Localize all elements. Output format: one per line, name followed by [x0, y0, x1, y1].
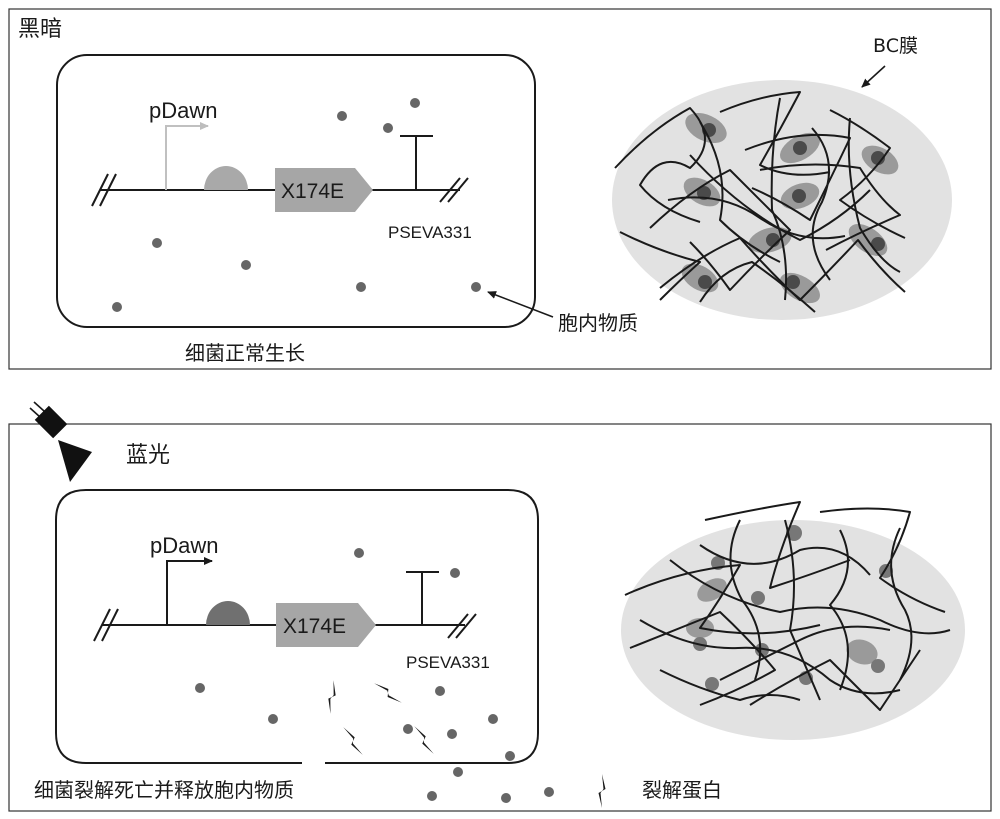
cellulose-fibers [624, 501, 951, 711]
particle [488, 714, 498, 724]
dna-break-left [91, 173, 109, 207]
gene-label: X174E [281, 180, 344, 203]
bacterium-core [698, 275, 712, 289]
intracellular-pointer [487, 291, 554, 318]
bacterium-core [871, 151, 885, 165]
released-particles [195, 548, 554, 803]
top-panel-frame [8, 8, 992, 370]
dna-break-right [439, 177, 461, 203]
particle [450, 568, 460, 578]
blue-light-label: 蓝光 [126, 443, 170, 468]
promoter-arrow-inactive [165, 122, 209, 190]
genetic-construct: pDawn X174E PSEVA331 [91, 98, 472, 242]
lysis-protein-icon [374, 683, 402, 703]
bacterium-core [793, 141, 807, 155]
top-panel: 黑暗 pDawn X174E PSEVA331 [8, 8, 992, 370]
bacterium-core [697, 186, 711, 200]
particle [501, 793, 511, 803]
promoter-label: pDawn [150, 533, 218, 558]
genetic-construct: pDawn X174E PSEVA331 [93, 533, 490, 672]
particle [410, 98, 420, 108]
legend-lysis-protein-label: 裂解蛋白 [642, 778, 722, 802]
residue-core [871, 659, 885, 673]
bacterium-core [792, 189, 806, 203]
residue-core [705, 677, 719, 691]
gene-box [275, 168, 373, 212]
particle [152, 238, 162, 248]
membrane-label: BC膜 [873, 35, 918, 57]
lysis-protein-icon [343, 727, 363, 755]
particle [453, 767, 463, 777]
dna-break-right [447, 613, 469, 639]
dark-state-label: 黑暗 [18, 17, 62, 42]
dna-break-left [93, 608, 111, 642]
particle [471, 282, 481, 292]
cellulose-fibers [614, 91, 906, 313]
bacterium-core [786, 275, 800, 289]
residue-core [755, 643, 769, 657]
dna-break-left [101, 608, 119, 642]
cell-caption-lysis: 细菌裂解死亡并释放胞内物质 [34, 778, 294, 802]
gene-box [276, 603, 376, 647]
particle [356, 282, 366, 292]
bottom-panel-frame [8, 423, 992, 812]
lysed-cell-wall [55, 489, 539, 764]
bottom-panel: 蓝光 pDawn X174E PSEVA331 [8, 401, 992, 812]
particle [383, 123, 393, 133]
particle [112, 302, 122, 312]
bc-membrane [621, 501, 965, 740]
intracellular-label: 胞内物质 [558, 311, 638, 335]
particle [268, 714, 278, 724]
particle [427, 791, 437, 801]
particle [403, 724, 413, 734]
plasmid-label: PSEVA331 [406, 653, 490, 672]
particle [354, 548, 364, 558]
gene-label: X174E [283, 615, 346, 638]
particle [337, 111, 347, 121]
particle [544, 787, 554, 797]
lysis-protein-icon [328, 680, 336, 714]
particle [435, 686, 445, 696]
cell-caption-normal: 细菌正常生长 [185, 341, 305, 365]
bc-membrane [612, 80, 952, 320]
intracellular-particles [112, 98, 481, 312]
legend-lysis-protein-icon [598, 774, 606, 808]
particle [505, 751, 515, 761]
lysis-protein-icon [414, 726, 434, 754]
dna-break-right [447, 177, 469, 203]
bacterium-cell [56, 54, 536, 328]
dna-break-left [99, 173, 117, 207]
rbs-active [206, 601, 250, 625]
particle [447, 729, 457, 739]
particle [241, 260, 251, 270]
lysis-proteins [328, 680, 434, 755]
membrane-pointer [861, 65, 886, 88]
lamp-icon [29, 401, 92, 482]
particle [195, 683, 205, 693]
bacterium-core [871, 237, 885, 251]
promoter-arrow-active [166, 557, 213, 625]
residue-core [751, 591, 765, 605]
dna-break-right [455, 613, 477, 639]
promoter-label: pDawn [149, 98, 217, 123]
plasmid-label: PSEVA331 [388, 223, 472, 242]
rbs-inactive [204, 166, 248, 190]
residue-shape [846, 639, 878, 665]
